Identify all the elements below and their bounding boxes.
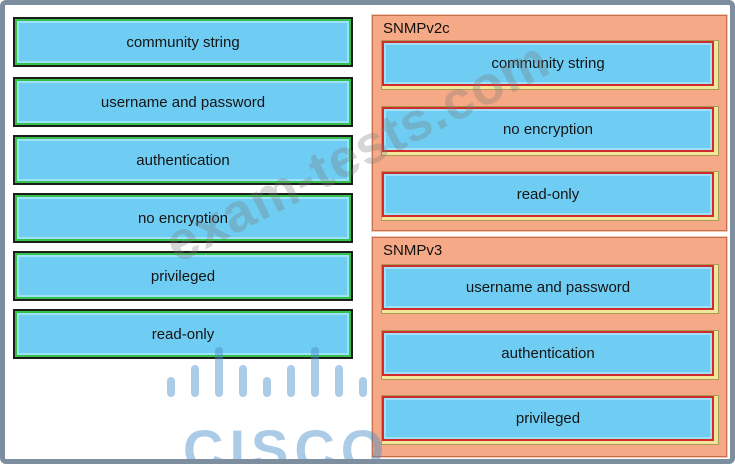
target-group-snmpv2c: SNMPv2c community string no encryption r… (372, 15, 727, 231)
placed-item-username-and-password[interactable]: username and password (382, 265, 714, 310)
source-item-authentication[interactable]: authentication (13, 135, 353, 185)
group-title: SNMPv2c (383, 20, 450, 37)
drop-slot[interactable]: username and password (381, 264, 719, 314)
drop-slot[interactable]: authentication (381, 330, 719, 380)
placed-item-no-encryption[interactable]: no encryption (382, 107, 714, 152)
drop-slot[interactable]: community string (381, 40, 719, 90)
source-item-no-encryption[interactable]: no encryption (13, 193, 353, 243)
drop-slot[interactable]: privileged (381, 395, 719, 445)
placed-item-read-only[interactable]: read-only (382, 172, 714, 217)
source-item-privileged[interactable]: privileged (13, 251, 353, 301)
group-title: SNMPv3 (383, 242, 443, 259)
source-item-read-only[interactable]: read-only (13, 309, 353, 359)
drop-slot[interactable]: read-only (381, 171, 719, 221)
svg-text:CISCO: CISCO (183, 418, 390, 464)
source-item-community-string[interactable]: community string (13, 17, 353, 67)
placed-item-authentication[interactable]: authentication (382, 331, 714, 376)
placed-item-privileged[interactable]: privileged (382, 396, 714, 441)
source-item-username-and-password[interactable]: username and password (13, 77, 353, 127)
drop-slot[interactable]: no encryption (381, 106, 719, 156)
target-group-snmpv3: SNMPv3 username and password authenticat… (372, 237, 727, 457)
placed-item-community-string[interactable]: community string (382, 41, 714, 86)
